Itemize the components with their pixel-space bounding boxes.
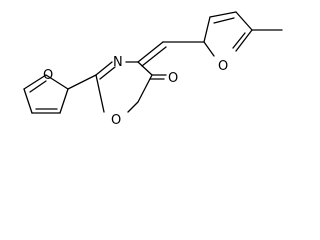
bond <box>67 74 97 90</box>
bond <box>203 16 211 43</box>
atom-o-furan-right: O <box>218 59 228 74</box>
bond <box>235 29 253 52</box>
bond <box>23 74 47 90</box>
molecule-canvas: N O O O O <box>23 11 283 128</box>
bond <box>45 74 69 90</box>
bond <box>235 11 253 31</box>
double-bond-inner <box>99 66 116 80</box>
bond <box>209 11 237 18</box>
atom-n1: N <box>113 55 123 70</box>
bond <box>23 88 33 114</box>
bond <box>95 74 105 113</box>
bond <box>137 61 153 76</box>
bond <box>137 41 164 63</box>
furan-ring-right <box>203 11 253 57</box>
atom-o-ring: O <box>111 113 121 128</box>
bond <box>95 61 113 76</box>
double-bond-inner <box>213 17 235 24</box>
bond <box>127 101 139 113</box>
bond <box>59 88 69 114</box>
furan-ring-left <box>23 74 69 114</box>
oxazolone-ring <box>95 61 153 113</box>
double-bond-inner <box>141 46 167 67</box>
bond <box>203 41 215 57</box>
structure-diagram: N O O O O <box>23 11 283 128</box>
atom-o-carbonyl: O <box>168 71 178 86</box>
double-bond-inner <box>29 80 47 93</box>
double-bond-inner <box>232 32 246 49</box>
atom-o-furan-left: O <box>43 68 53 83</box>
